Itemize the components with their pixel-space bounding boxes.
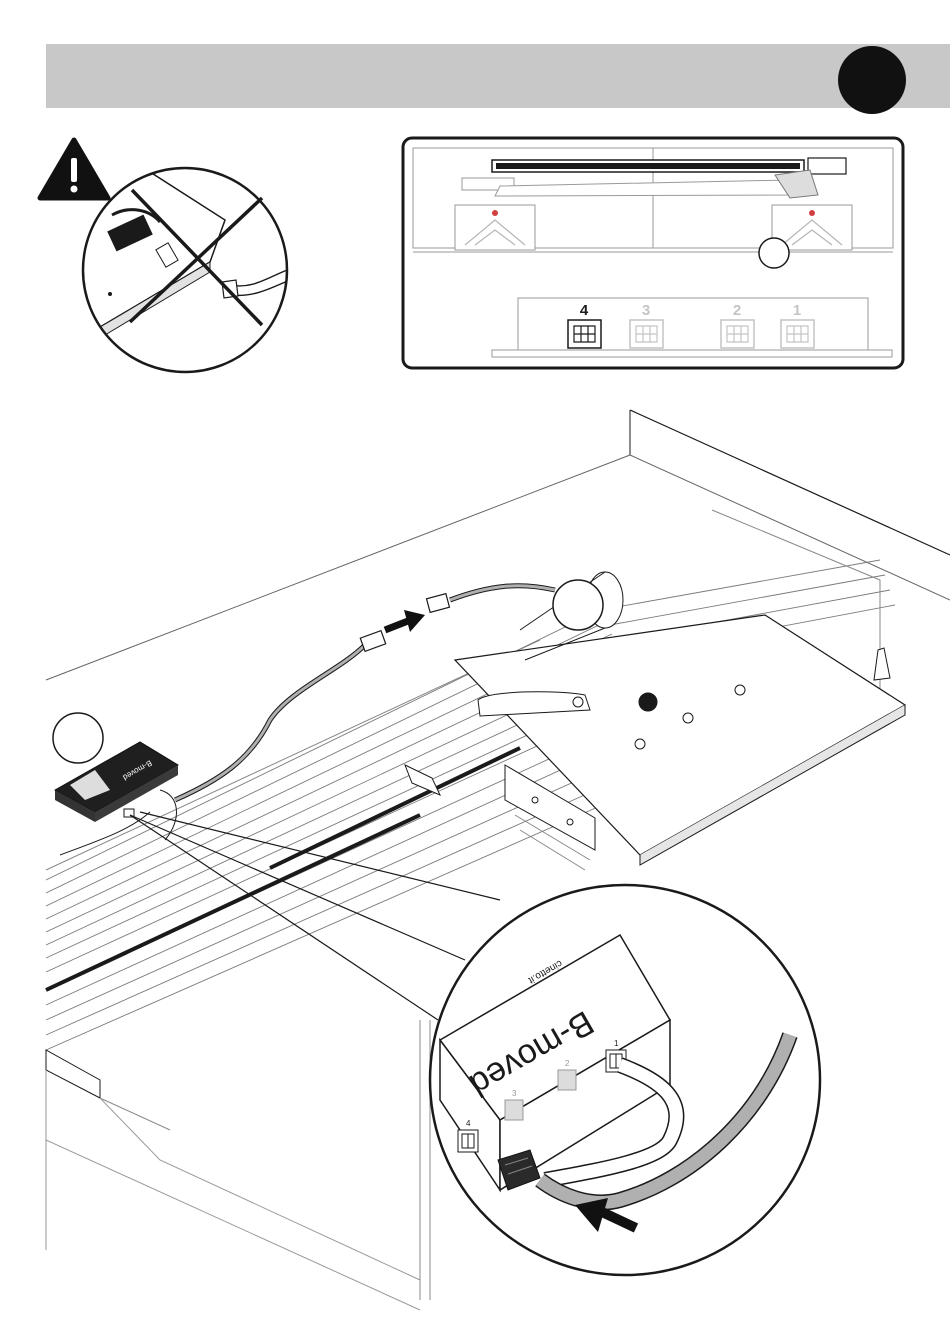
warning-detail	[40, 140, 300, 372]
port-label-4: 4	[580, 302, 589, 319]
plate-hole-dark	[639, 693, 657, 711]
magnifier-detail: B-moved cinetto.it 4 3 2 1	[430, 885, 820, 1275]
port-label-1: 1	[793, 302, 801, 319]
callout-circle	[759, 238, 789, 268]
magnifier-port-4: 4	[466, 1119, 471, 1128]
port-label-3: 3	[642, 302, 650, 319]
warning-icon	[40, 140, 108, 198]
magnifier-port-3: 3	[512, 1089, 517, 1098]
port-label-2: 2	[733, 302, 741, 319]
box-connector	[360, 631, 385, 652]
arrow-icon	[385, 610, 425, 632]
callout-circle-box	[53, 713, 103, 763]
callout-circle-motor	[553, 580, 603, 630]
magnifier-port-2: 2	[565, 1059, 570, 1068]
magnifier-port-1: 1	[614, 1039, 619, 1048]
top-detail-panel: 4 3 2 1	[403, 138, 903, 368]
motor-connector	[427, 594, 450, 613]
